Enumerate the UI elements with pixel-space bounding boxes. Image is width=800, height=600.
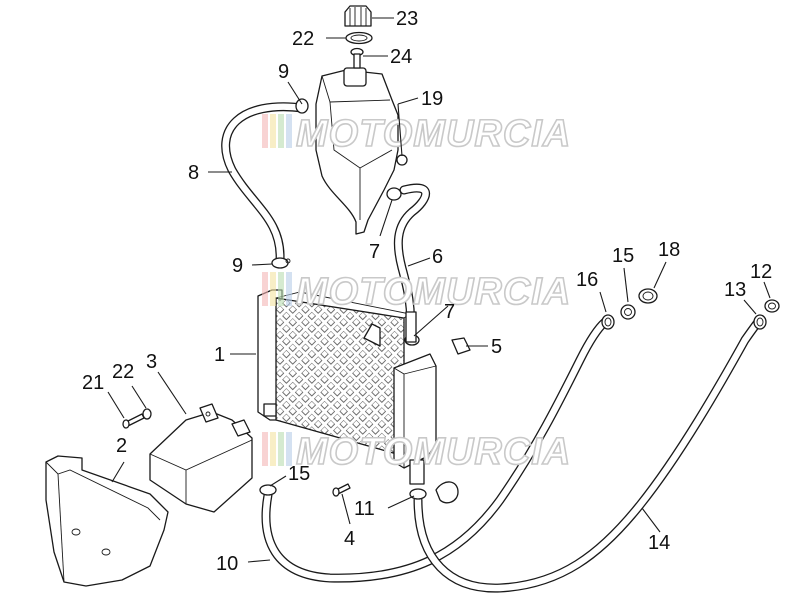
screw-21[interactable] [122, 413, 145, 429]
watermark-text: MOTOMURCIA [296, 113, 571, 155]
clamp-7-upper[interactable] [386, 187, 402, 201]
callout-7: 7 [369, 241, 380, 263]
watermark-text: MOTOMURCIA [296, 431, 571, 473]
hose-10[interactable] [261, 317, 610, 583]
callout-22: 22 [292, 28, 314, 50]
watermark-text: MOTOMURCIA [296, 271, 571, 313]
callout-13: 13 [724, 279, 746, 301]
expansion-tank-19[interactable] [315, 67, 399, 235]
callout-9: 9 [232, 255, 243, 277]
watermark-stripe [286, 432, 292, 466]
clamp-9-upper[interactable] [295, 98, 309, 114]
cover-2[interactable] [45, 455, 169, 587]
callout-11: 11 [354, 498, 375, 520]
watermark-stripe [262, 114, 268, 148]
watermark-stripe [262, 432, 268, 466]
clamp-18[interactable] [638, 288, 658, 304]
hose-14[interactable] [413, 317, 763, 593]
filler-cap-23[interactable] [344, 5, 372, 27]
callout-18: 18 [658, 239, 680, 261]
clamp-16[interactable] [601, 314, 615, 330]
watermark-top: MOTOMURCIA [262, 112, 571, 156]
clamp-13[interactable] [753, 314, 767, 330]
callout-23: 23 [396, 8, 418, 30]
watermark-stripe [270, 114, 276, 148]
watermark-stripe [262, 272, 268, 306]
bracket-3[interactable] [149, 403, 253, 513]
callout-16: 16 [576, 269, 598, 291]
leader-lines [107, 17, 771, 563]
watermark-stripe [270, 432, 276, 466]
screw-4[interactable] [332, 483, 351, 497]
watermark-stripe [270, 272, 276, 306]
watermark-stripe [278, 272, 284, 306]
seal-ring-22[interactable] [345, 31, 373, 45]
callout-19: 19 [421, 88, 443, 110]
clamp-9-lower[interactable] [271, 257, 291, 269]
callout-15: 15 [612, 245, 634, 267]
clamp-hose-end[interactable] [435, 481, 459, 504]
callout-10: 10 [216, 553, 238, 575]
watermark-stripe [286, 114, 292, 148]
hose-6[interactable] [393, 183, 430, 335]
hose-8[interactable] [221, 102, 308, 265]
watermark-stripe [278, 114, 284, 148]
callout-21: 21 [82, 372, 104, 394]
watermark-middle: MOTOMURCIA [262, 270, 571, 314]
watermark-stripe [286, 272, 292, 306]
clamp-15-lower[interactable] [259, 484, 277, 496]
callout-24: 24 [390, 46, 412, 68]
callout-6: 6 [432, 246, 443, 268]
clamp-12[interactable] [764, 299, 780, 313]
callout-4: 4 [344, 528, 355, 550]
callout-7: 7 [444, 301, 455, 323]
watermark-bottom: MOTOMURCIA [262, 430, 571, 474]
callout-22: 22 [112, 361, 134, 383]
clamp-15-right[interactable] [620, 304, 636, 320]
callout-14: 14 [648, 532, 670, 554]
watermark-stripe [278, 432, 284, 466]
callout-numbers: 23 22 24 9 19 8 7 6 9 7 1 5 16 15 18 13 … [82, 8, 772, 575]
callout-9: 9 [278, 61, 289, 83]
radiator-core-1[interactable] [257, 289, 437, 485]
valve-24[interactable] [350, 47, 364, 69]
callout-8: 8 [188, 162, 199, 184]
callout-1: 1 [214, 344, 225, 366]
callout-2: 2 [116, 435, 127, 457]
clip-5[interactable] [451, 337, 471, 355]
callout-12: 12 [750, 261, 772, 283]
callout-15: 15 [288, 463, 310, 485]
washer-22[interactable] [142, 408, 152, 420]
callout-5: 5 [491, 336, 502, 358]
nut-19[interactable] [396, 154, 408, 166]
clamp-11[interactable] [409, 488, 427, 500]
callout-3: 3 [146, 351, 157, 373]
